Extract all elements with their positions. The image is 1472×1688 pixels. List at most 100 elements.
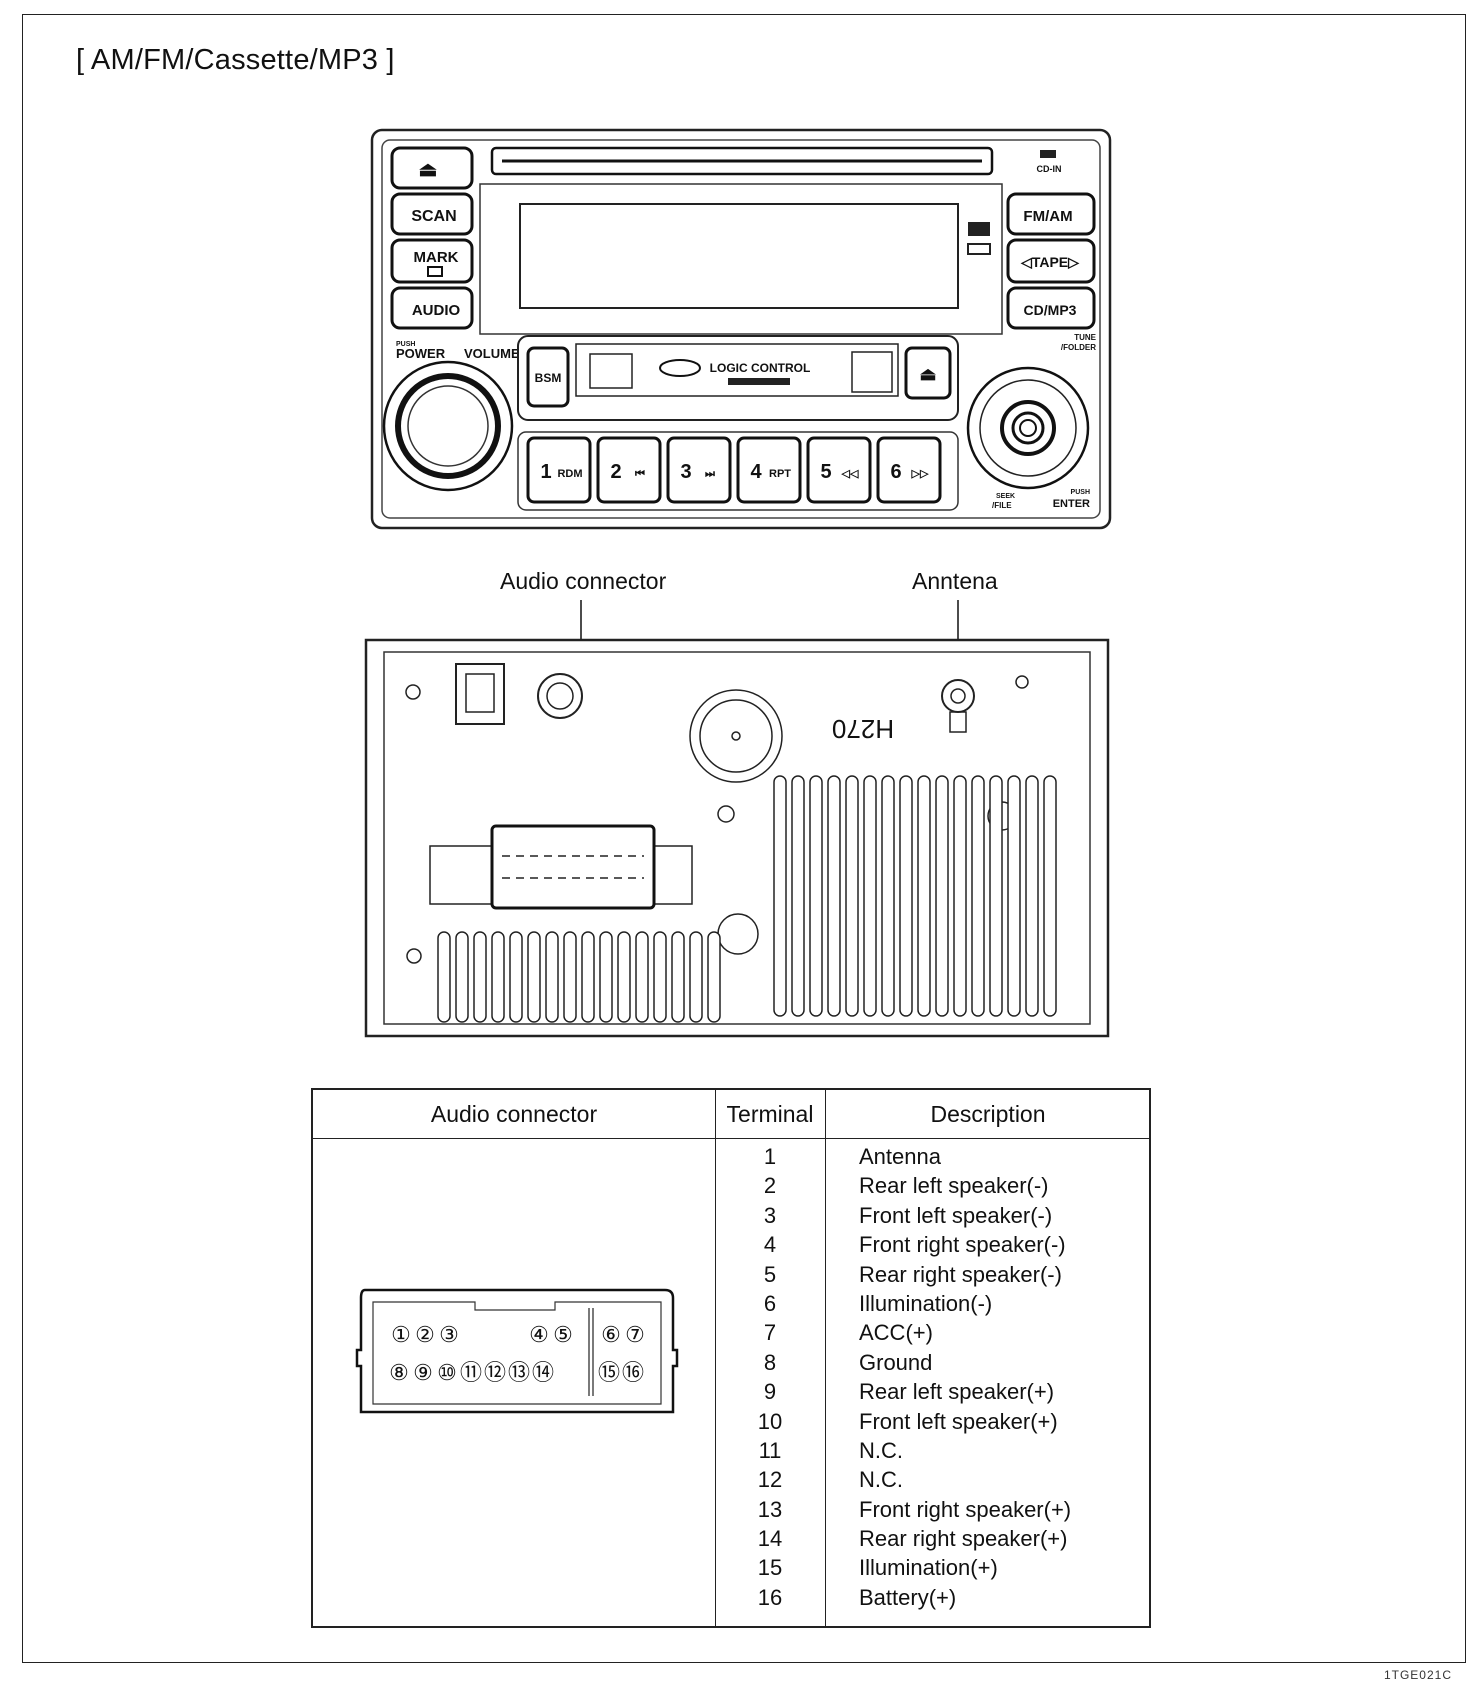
tape-button[interactable] xyxy=(1006,238,1096,284)
bsm-label: BSM xyxy=(535,371,562,385)
terminal-number: 13 xyxy=(757,1496,783,1522)
pin-label: ④ xyxy=(529,1322,549,1347)
terminal-number: 5 xyxy=(763,1261,777,1287)
pin-label: ① xyxy=(391,1322,411,1347)
terminal-description: ACC(+) xyxy=(859,1320,933,1346)
enter-button[interactable] xyxy=(1019,419,1037,437)
preset-button-6[interactable] xyxy=(876,436,942,504)
heatsink-fin xyxy=(953,775,967,1017)
push-enter-small-label: PUSH xyxy=(1071,489,1090,496)
header-divider xyxy=(313,1138,1149,1139)
mark-button[interactable] xyxy=(390,238,474,284)
cd-mp3-button[interactable] xyxy=(1006,286,1096,330)
preset-number: 2 xyxy=(610,461,621,483)
terminal-description: Rear left speaker(+) xyxy=(859,1379,1055,1405)
heatsink-fin xyxy=(563,931,577,1023)
terminal-number: 15 xyxy=(757,1555,783,1581)
heatsink-fin xyxy=(581,931,595,1023)
model-marking: H270 xyxy=(832,714,894,744)
file-label: /FILE xyxy=(992,501,1012,510)
antenna-jack xyxy=(941,679,975,713)
terminal-number: 6 xyxy=(763,1290,777,1316)
pin-label: ⑥ xyxy=(601,1322,621,1347)
terminal-description: Battery(+) xyxy=(859,1584,957,1610)
heatsink-fin xyxy=(773,775,787,1017)
heatsink-fin xyxy=(599,931,613,1023)
pin-label: ⑫ xyxy=(484,1360,506,1385)
heatsink-fin xyxy=(827,775,841,1017)
din-socket xyxy=(537,673,583,719)
heatsink-fin xyxy=(455,931,469,1023)
mark-icon xyxy=(427,266,443,277)
chassis-audio-connector xyxy=(490,824,656,910)
heatsink-fins-bottom xyxy=(437,931,721,1023)
preset-number: 5 xyxy=(820,461,831,483)
pin-label: ② xyxy=(415,1322,435,1347)
audio-button[interactable] xyxy=(390,286,474,330)
chassis-inner xyxy=(383,651,1091,1025)
heatsink-fin xyxy=(791,775,805,1017)
pin-label: ⑨ xyxy=(413,1360,433,1385)
bsm-button[interactable] xyxy=(526,346,570,408)
preset-label: ⏮ xyxy=(635,468,645,480)
terminal-number: 2 xyxy=(763,1173,777,1199)
heatsink-fin xyxy=(809,775,823,1017)
eject-tape-button[interactable] xyxy=(904,346,952,400)
preset-label: RDM xyxy=(557,468,582,480)
push-power-small-label: PUSH xyxy=(396,341,415,348)
terminal-number: 16 xyxy=(757,1584,783,1610)
pin-label: ⑮ xyxy=(598,1360,620,1385)
heatsink-fins-right xyxy=(773,775,1057,1017)
terminal-description: Antenna xyxy=(859,1144,941,1169)
eject-disc-button[interactable] xyxy=(390,146,474,190)
terminal-number: 11 xyxy=(758,1437,782,1463)
preset-label: ◁◁ xyxy=(841,468,859,480)
heatsink-fin xyxy=(509,931,523,1023)
callout-antenna: Anntena xyxy=(912,568,998,594)
heatsink-fin xyxy=(845,775,859,1017)
preset-button-2[interactable] xyxy=(596,436,662,504)
fm-am-button[interactable] xyxy=(1006,192,1096,236)
heatsink-fin xyxy=(935,775,949,1017)
page-title: [ AM/FM/Cassette/MP3 ] xyxy=(76,44,395,76)
heatsink-fin xyxy=(1007,775,1021,1017)
preset-button-5[interactable] xyxy=(806,436,872,504)
pin-label: ⑯ xyxy=(622,1360,644,1385)
column-divider xyxy=(715,1090,716,1626)
eject-tape-icon: ⏏ xyxy=(919,364,936,384)
heatsink-fin xyxy=(437,931,451,1023)
terminal-number: 7 xyxy=(763,1320,777,1346)
heatsink-fin xyxy=(527,931,541,1023)
heatsink-fin xyxy=(617,931,631,1023)
scan-button[interactable] xyxy=(390,192,474,236)
terminal-number: 8 xyxy=(763,1349,777,1375)
preset-button-4[interactable] xyxy=(736,436,802,504)
right-button-column: CD-IN FM/AM ◁TAPE▷ CD/MP3 xyxy=(1006,150,1096,330)
preset-number: 4 xyxy=(750,461,762,483)
preset-button-3[interactable] xyxy=(666,436,732,504)
terminal-description: Rear right speaker(-) xyxy=(859,1261,1062,1287)
preset-button-1[interactable] xyxy=(526,436,592,504)
heatsink-fin xyxy=(1043,775,1057,1017)
cd-mp3-label: CD/MP3 xyxy=(1024,302,1077,318)
heatsink-fin xyxy=(689,931,703,1023)
screw-icon xyxy=(1015,675,1029,689)
header-description: Description xyxy=(930,1101,1046,1127)
eject-icon: ⏏ xyxy=(419,159,438,181)
pin-label: ⑦ xyxy=(625,1322,645,1347)
preset-label: ▷▷ xyxy=(911,468,929,480)
lcd-display xyxy=(519,203,959,309)
heatsink-fin xyxy=(917,775,931,1017)
terminal-number: 12 xyxy=(757,1467,783,1493)
tune-label: TUNE xyxy=(1074,333,1096,342)
radio-front-panel: ⏏ SCAN MARK AUDIO CD-IN FM/AM ◁TAPE▷ CD/… xyxy=(370,128,1112,530)
preset-number: 3 xyxy=(680,461,691,483)
